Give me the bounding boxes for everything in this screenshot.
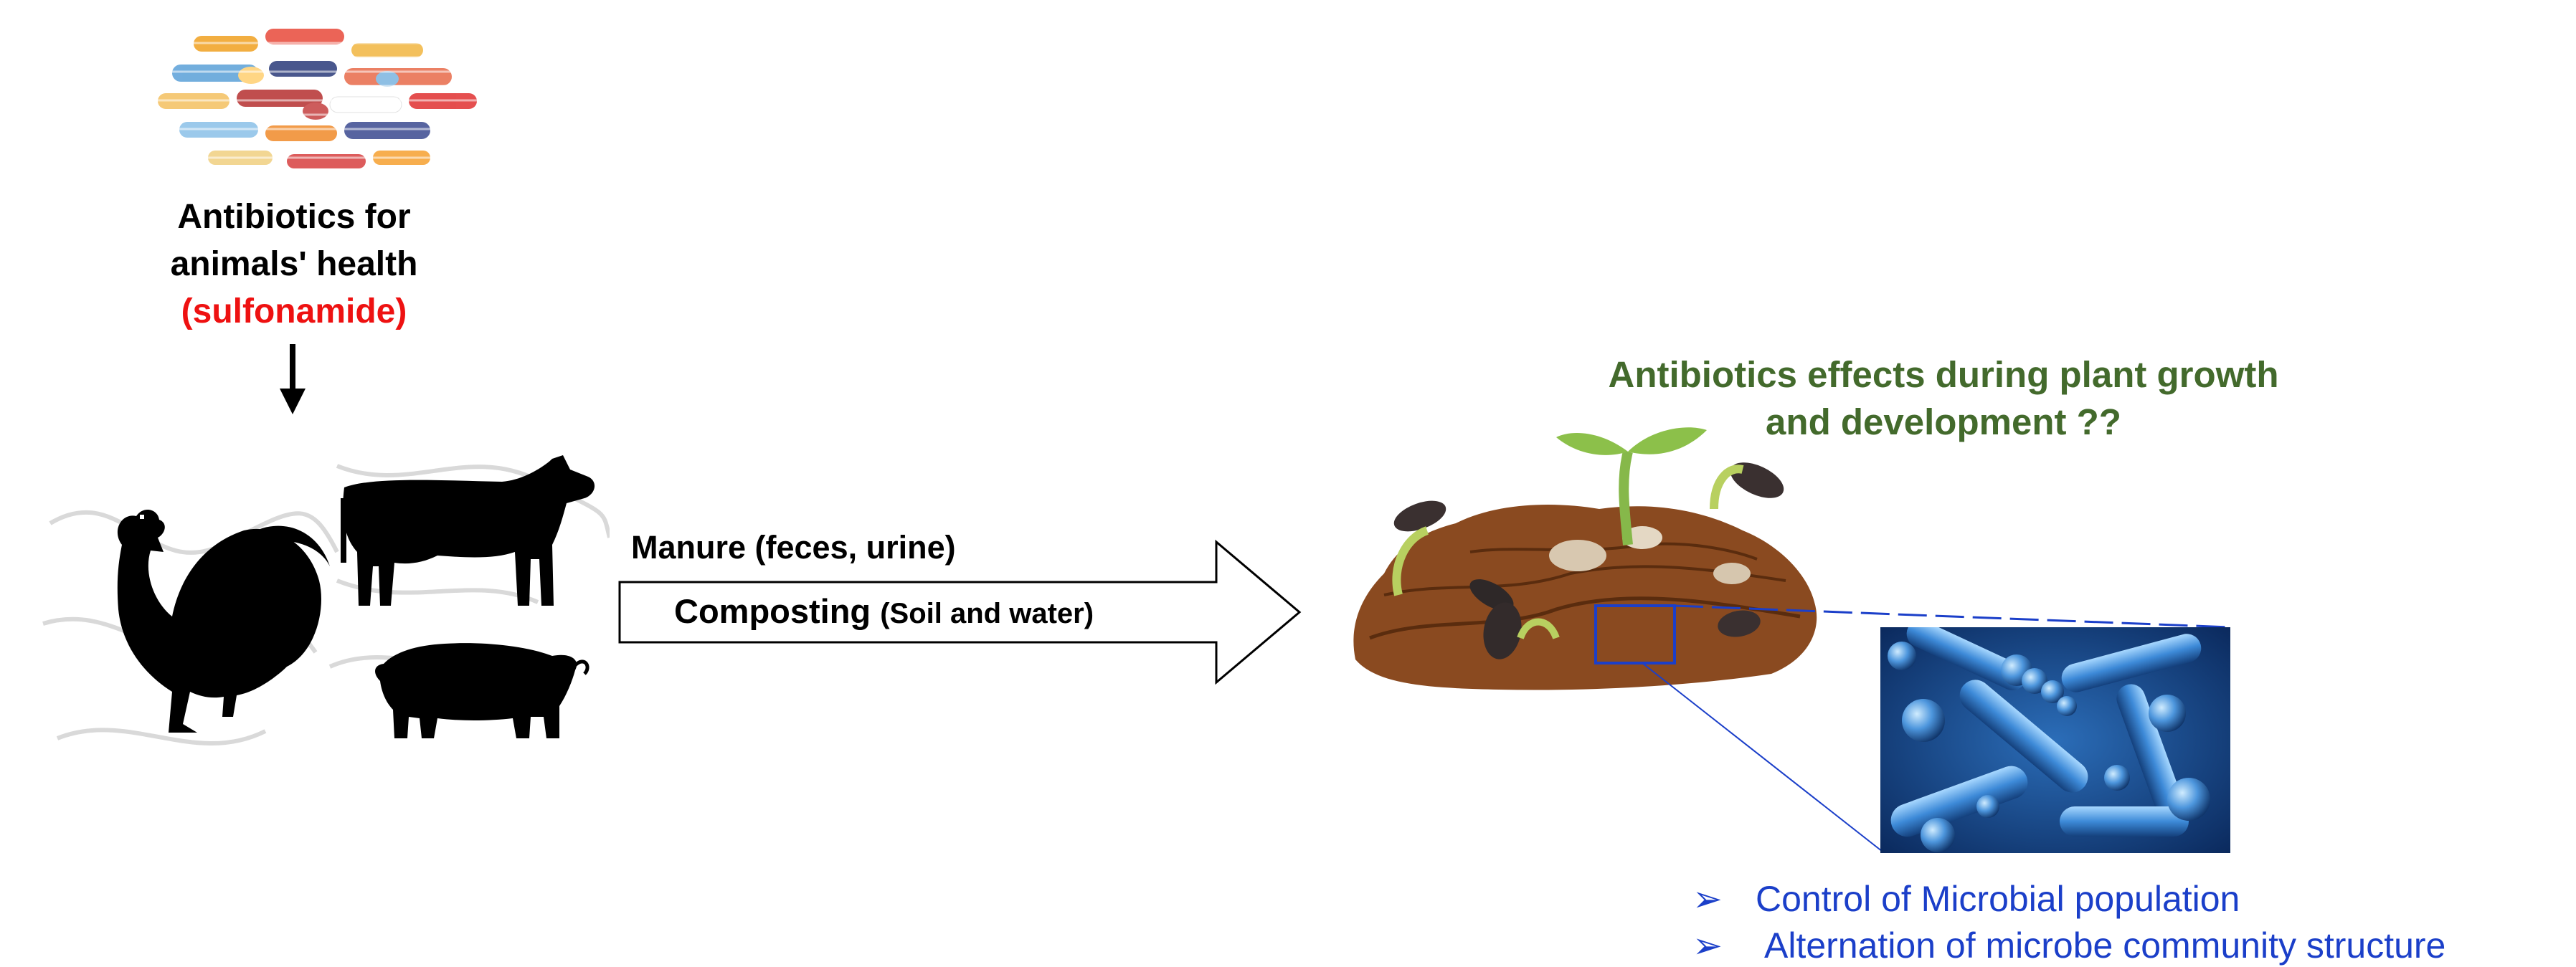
manure-text: Manure (feces, urine) [631, 529, 956, 566]
effect-item-2: ➢ Alternation of microbe community struct… [1692, 925, 2445, 966]
microbes-image [1880, 627, 2230, 853]
pills-icon [151, 29, 488, 168]
manure-label: Manure (feces, urine) [631, 529, 1205, 566]
source-line-1: Antibiotics for [177, 198, 411, 236]
composting-label: Composting (Soil and water) [674, 591, 1248, 631]
pig-icon [375, 643, 589, 738]
down-arrow-icon [280, 344, 306, 414]
cow-icon [341, 455, 595, 606]
source-highlight: (sulfonamide) [181, 292, 407, 330]
question-line-1: Antibiotics effects during plant growth [1608, 354, 2279, 395]
bullet-arrow-icon: ➢ [1692, 879, 1723, 919]
bullet-arrow-icon: ➢ [1692, 925, 1723, 966]
soil-seedlings-icon [1353, 427, 1817, 690]
pathway-arrow-icon [618, 539, 1302, 685]
plant-growth-question: Antibiotics effects during plant growth … [1549, 351, 2338, 446]
livestock-panel [42, 455, 610, 746]
effect-text-2: Alternation of microbe community structu… [1764, 925, 2446, 966]
rooster-icon [117, 509, 330, 733]
source-line-2: animals' health [170, 245, 418, 283]
composting-text: Composting [674, 592, 871, 630]
effect-item-1: ➢ Control of Microbial population [1692, 878, 2240, 920]
antibiotics-source-label: Antibiotics for animals' health (sulfona… [108, 194, 480, 335]
effect-text-1: Control of Microbial population [1756, 879, 2240, 919]
question-line-2: and development ?? [1766, 401, 2121, 442]
composting-sub-text: (Soil and water) [880, 598, 1094, 629]
